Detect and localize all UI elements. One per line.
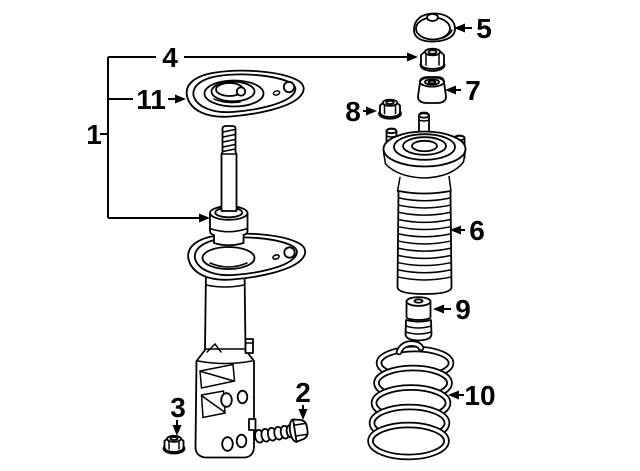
part-5-support-cap xyxy=(413,12,456,43)
callout-label-4: 4 xyxy=(162,42,178,73)
callout-4-leader xyxy=(108,52,418,62)
part-11-seat-upper-plate xyxy=(185,69,305,118)
callout-label-5: 5 xyxy=(476,13,492,44)
part-10-coil-spring xyxy=(367,340,455,461)
callout-label-1: 1 xyxy=(86,119,102,150)
callout-label-2: 2 xyxy=(295,377,311,408)
callout-label-7: 7 xyxy=(465,75,481,106)
part-8-nut xyxy=(378,98,402,120)
callout-3-leader xyxy=(172,420,182,436)
callout-11-leader xyxy=(108,94,186,104)
part-3-nut xyxy=(162,434,186,455)
part-9-bump-stop xyxy=(404,296,433,342)
callout-7-leader xyxy=(445,85,461,95)
part-1-strut-assembly xyxy=(187,125,307,459)
callout-label-8: 8 xyxy=(345,96,361,127)
dust-boot xyxy=(396,190,453,295)
strut-tube-and-bracket xyxy=(194,267,257,459)
callout-9-leader xyxy=(433,304,451,314)
callout-10-leader xyxy=(448,390,464,400)
callout-1-leader xyxy=(100,57,210,223)
callout-8-leader xyxy=(363,106,377,116)
part-2-bolt xyxy=(254,418,309,444)
callout-5-leader xyxy=(454,23,472,33)
callout-label-3: 3 xyxy=(170,392,186,423)
strut-collar xyxy=(209,205,249,247)
part-7-cushion xyxy=(417,76,447,104)
callout-2-leader xyxy=(298,405,308,420)
callout-label-11: 11 xyxy=(136,84,166,115)
piston-rod xyxy=(220,125,238,212)
callout-label-9: 9 xyxy=(455,294,471,325)
callout-6-leader xyxy=(450,225,465,235)
callout-label-10: 10 xyxy=(464,380,495,411)
callout-label-6: 6 xyxy=(469,215,485,246)
spring-seat-lower-plate xyxy=(187,232,307,281)
part-6-support-with-boot xyxy=(382,111,467,295)
part-4-lock-nut xyxy=(419,47,446,72)
